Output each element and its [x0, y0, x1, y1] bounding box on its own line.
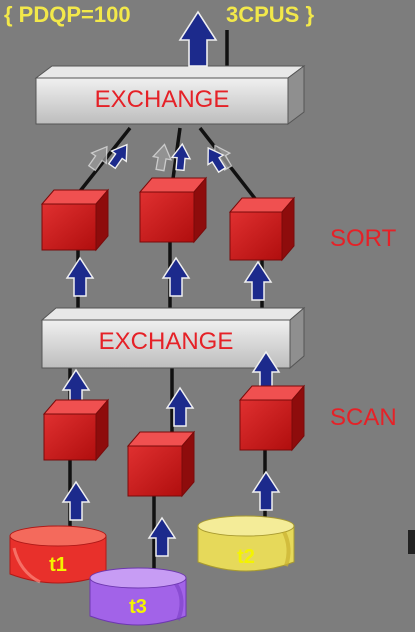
table-label-t1: t1: [49, 554, 67, 576]
scan-stage-label: SCAN: [330, 404, 397, 431]
output-arrow: [178, 10, 218, 67]
table-label-t2: t2: [237, 546, 255, 568]
table-disk-t1: [9, 525, 107, 584]
title-right: 3CPUS }: [226, 2, 315, 27]
scan-operator-2: [126, 430, 196, 498]
edge-bracket: [408, 530, 415, 554]
title-left: { PDQP=100: [4, 2, 131, 27]
sort-stage-label: SORT: [330, 225, 397, 252]
scan-operator-1: [42, 398, 110, 462]
sort-operator-3: [228, 196, 296, 262]
scan-operator-3: [238, 384, 306, 452]
sort-operator-2: [138, 176, 208, 244]
table-disk-t3: [89, 567, 187, 626]
sort-operator-1: [40, 188, 110, 252]
exchange-top-label: EXCHANGE: [94, 86, 230, 113]
table-label-t3: t3: [129, 596, 147, 618]
table-disk-t2: [197, 515, 295, 572]
exchange-box-middle: [40, 306, 306, 370]
exchange-box-top: [34, 65, 306, 125]
exchange-middle-label: EXCHANGE: [98, 328, 234, 355]
sort-to-exchange-arrows: [87, 138, 233, 176]
